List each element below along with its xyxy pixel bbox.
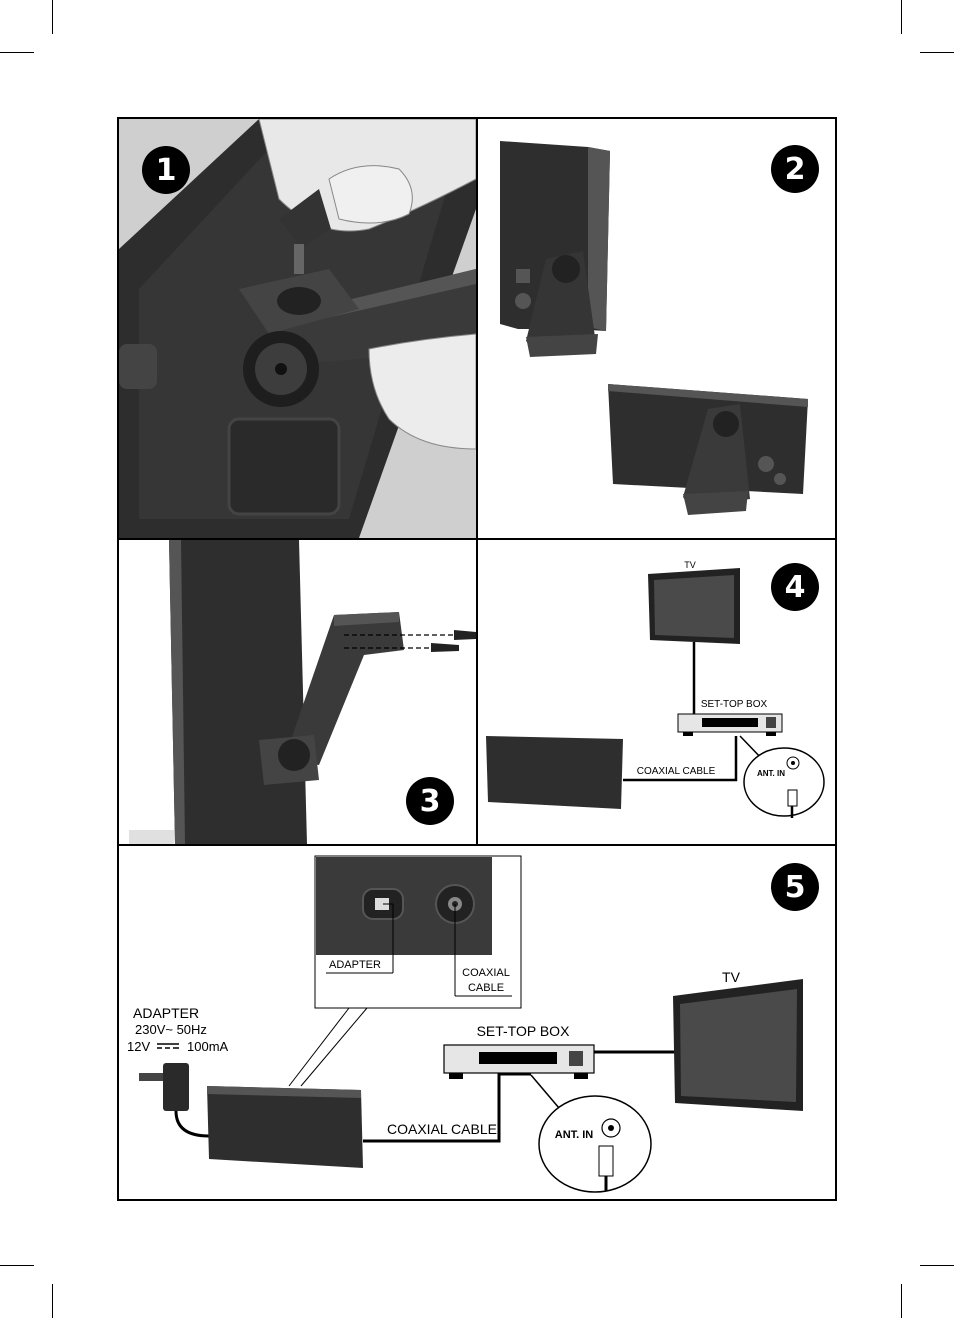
crop-mark bbox=[0, 1265, 34, 1266]
svg-text:4: 4 bbox=[785, 570, 806, 605]
svg-text:3: 3 bbox=[420, 784, 441, 819]
adapter-output-label: 12V bbox=[127, 1039, 150, 1054]
coaxial-cable-label: COAXIAL CABLE bbox=[637, 766, 716, 777]
step-5-diagram: ADAPTER COAXIAL CABLE ADAPTER 230V~ 50Hz… bbox=[119, 846, 835, 1199]
step-badge-2: 2 bbox=[771, 145, 819, 193]
step-badge-5: 5 bbox=[771, 863, 819, 911]
step-3-illustration bbox=[119, 540, 476, 844]
inset-coaxial-label-2: CABLE bbox=[468, 982, 504, 994]
step-badge-4: 4 bbox=[771, 563, 819, 611]
panel-step-2: 2 bbox=[478, 119, 835, 540]
svg-text:1: 1 bbox=[156, 153, 177, 188]
crop-mark bbox=[901, 1284, 902, 1318]
instruction-frame: 1 2 bbox=[117, 117, 837, 1201]
crop-mark bbox=[920, 1265, 954, 1266]
crop-mark bbox=[52, 0, 53, 34]
crop-mark bbox=[52, 1284, 53, 1318]
crop-mark bbox=[920, 52, 954, 53]
panel-step-5: ADAPTER COAXIAL CABLE ADAPTER 230V~ 50Hz… bbox=[119, 846, 835, 1199]
panel-step-1: 1 bbox=[119, 119, 478, 540]
tv-label-large: TV bbox=[722, 969, 741, 985]
crop-mark bbox=[901, 0, 902, 34]
step-badge-3: 3 bbox=[406, 777, 454, 825]
inset-coaxial-label-1: COAXIAL bbox=[462, 967, 510, 979]
ant-in-label: ANT. IN bbox=[757, 769, 785, 778]
coaxial-cable-label-large: COAXIAL CABLE bbox=[387, 1121, 497, 1137]
svg-text:2: 2 bbox=[785, 152, 806, 187]
adapter-voltage-label: 230V~ 50Hz bbox=[135, 1022, 207, 1037]
tv-label: TV bbox=[684, 560, 696, 570]
step-badge-1: 1 bbox=[142, 146, 190, 194]
adapter-current-label: 100mA bbox=[187, 1039, 229, 1054]
set-top-box-label: SET-TOP BOX bbox=[701, 699, 768, 710]
set-top-box-label-large: SET-TOP BOX bbox=[477, 1023, 571, 1039]
adapter-label: ADAPTER bbox=[133, 1005, 199, 1021]
crop-mark bbox=[0, 52, 34, 53]
svg-text:5: 5 bbox=[785, 870, 806, 905]
inset-adapter-label: ADAPTER bbox=[329, 959, 381, 971]
panel-step-3: 3 bbox=[119, 540, 478, 846]
step-1-illustration bbox=[119, 119, 476, 538]
ant-in-label-large: ANT. IN bbox=[555, 1129, 594, 1141]
step-2-illustration bbox=[478, 119, 835, 538]
panel-step-4: TV SET-TOP BOX COAXIAL CABLE ANT. IN bbox=[478, 540, 835, 846]
